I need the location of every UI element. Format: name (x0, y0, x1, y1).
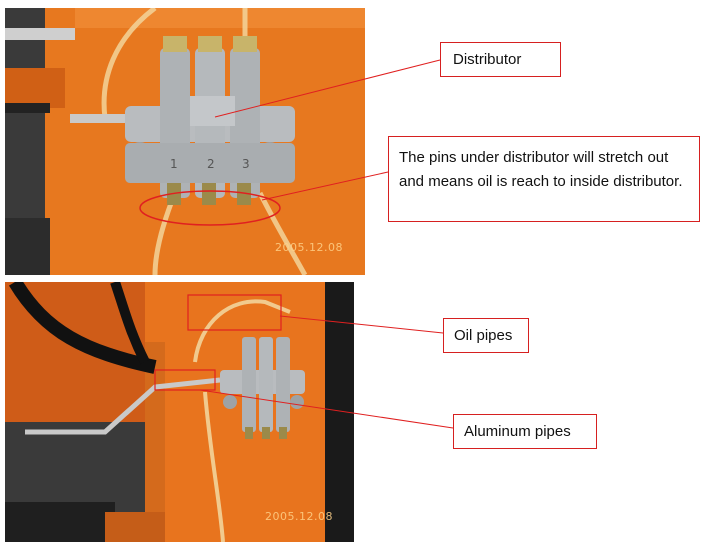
top-photo-date-stamp: 2005.12.08 (275, 241, 343, 254)
oil-pipes-callout-text: Oil pipes (454, 327, 513, 344)
aluminum-pipes-callout-text: Aluminum pipes (464, 423, 571, 440)
bottom-photo-date-stamp: 2005.12.08 (265, 510, 333, 523)
oil-pipes-callout: Oil pipes (443, 318, 529, 353)
port-label-2: 2 (207, 157, 215, 171)
port-label-1: 1 (170, 157, 178, 171)
top-photo: 1 2 3 2005.12.08 (5, 8, 365, 275)
port-label-3: 3 (242, 157, 250, 171)
aluminum-pipes-callout: Aluminum pipes (453, 414, 597, 449)
distributor-callout: Distributor (440, 42, 561, 77)
distributor-callout-text: Distributor (453, 51, 522, 68)
pins-note-callout-text: The pins under distributor will stretch … (399, 149, 683, 190)
pins-note-callout: The pins under distributor will stretch … (388, 136, 700, 222)
bottom-photo: 2005.12.08 (5, 282, 354, 542)
